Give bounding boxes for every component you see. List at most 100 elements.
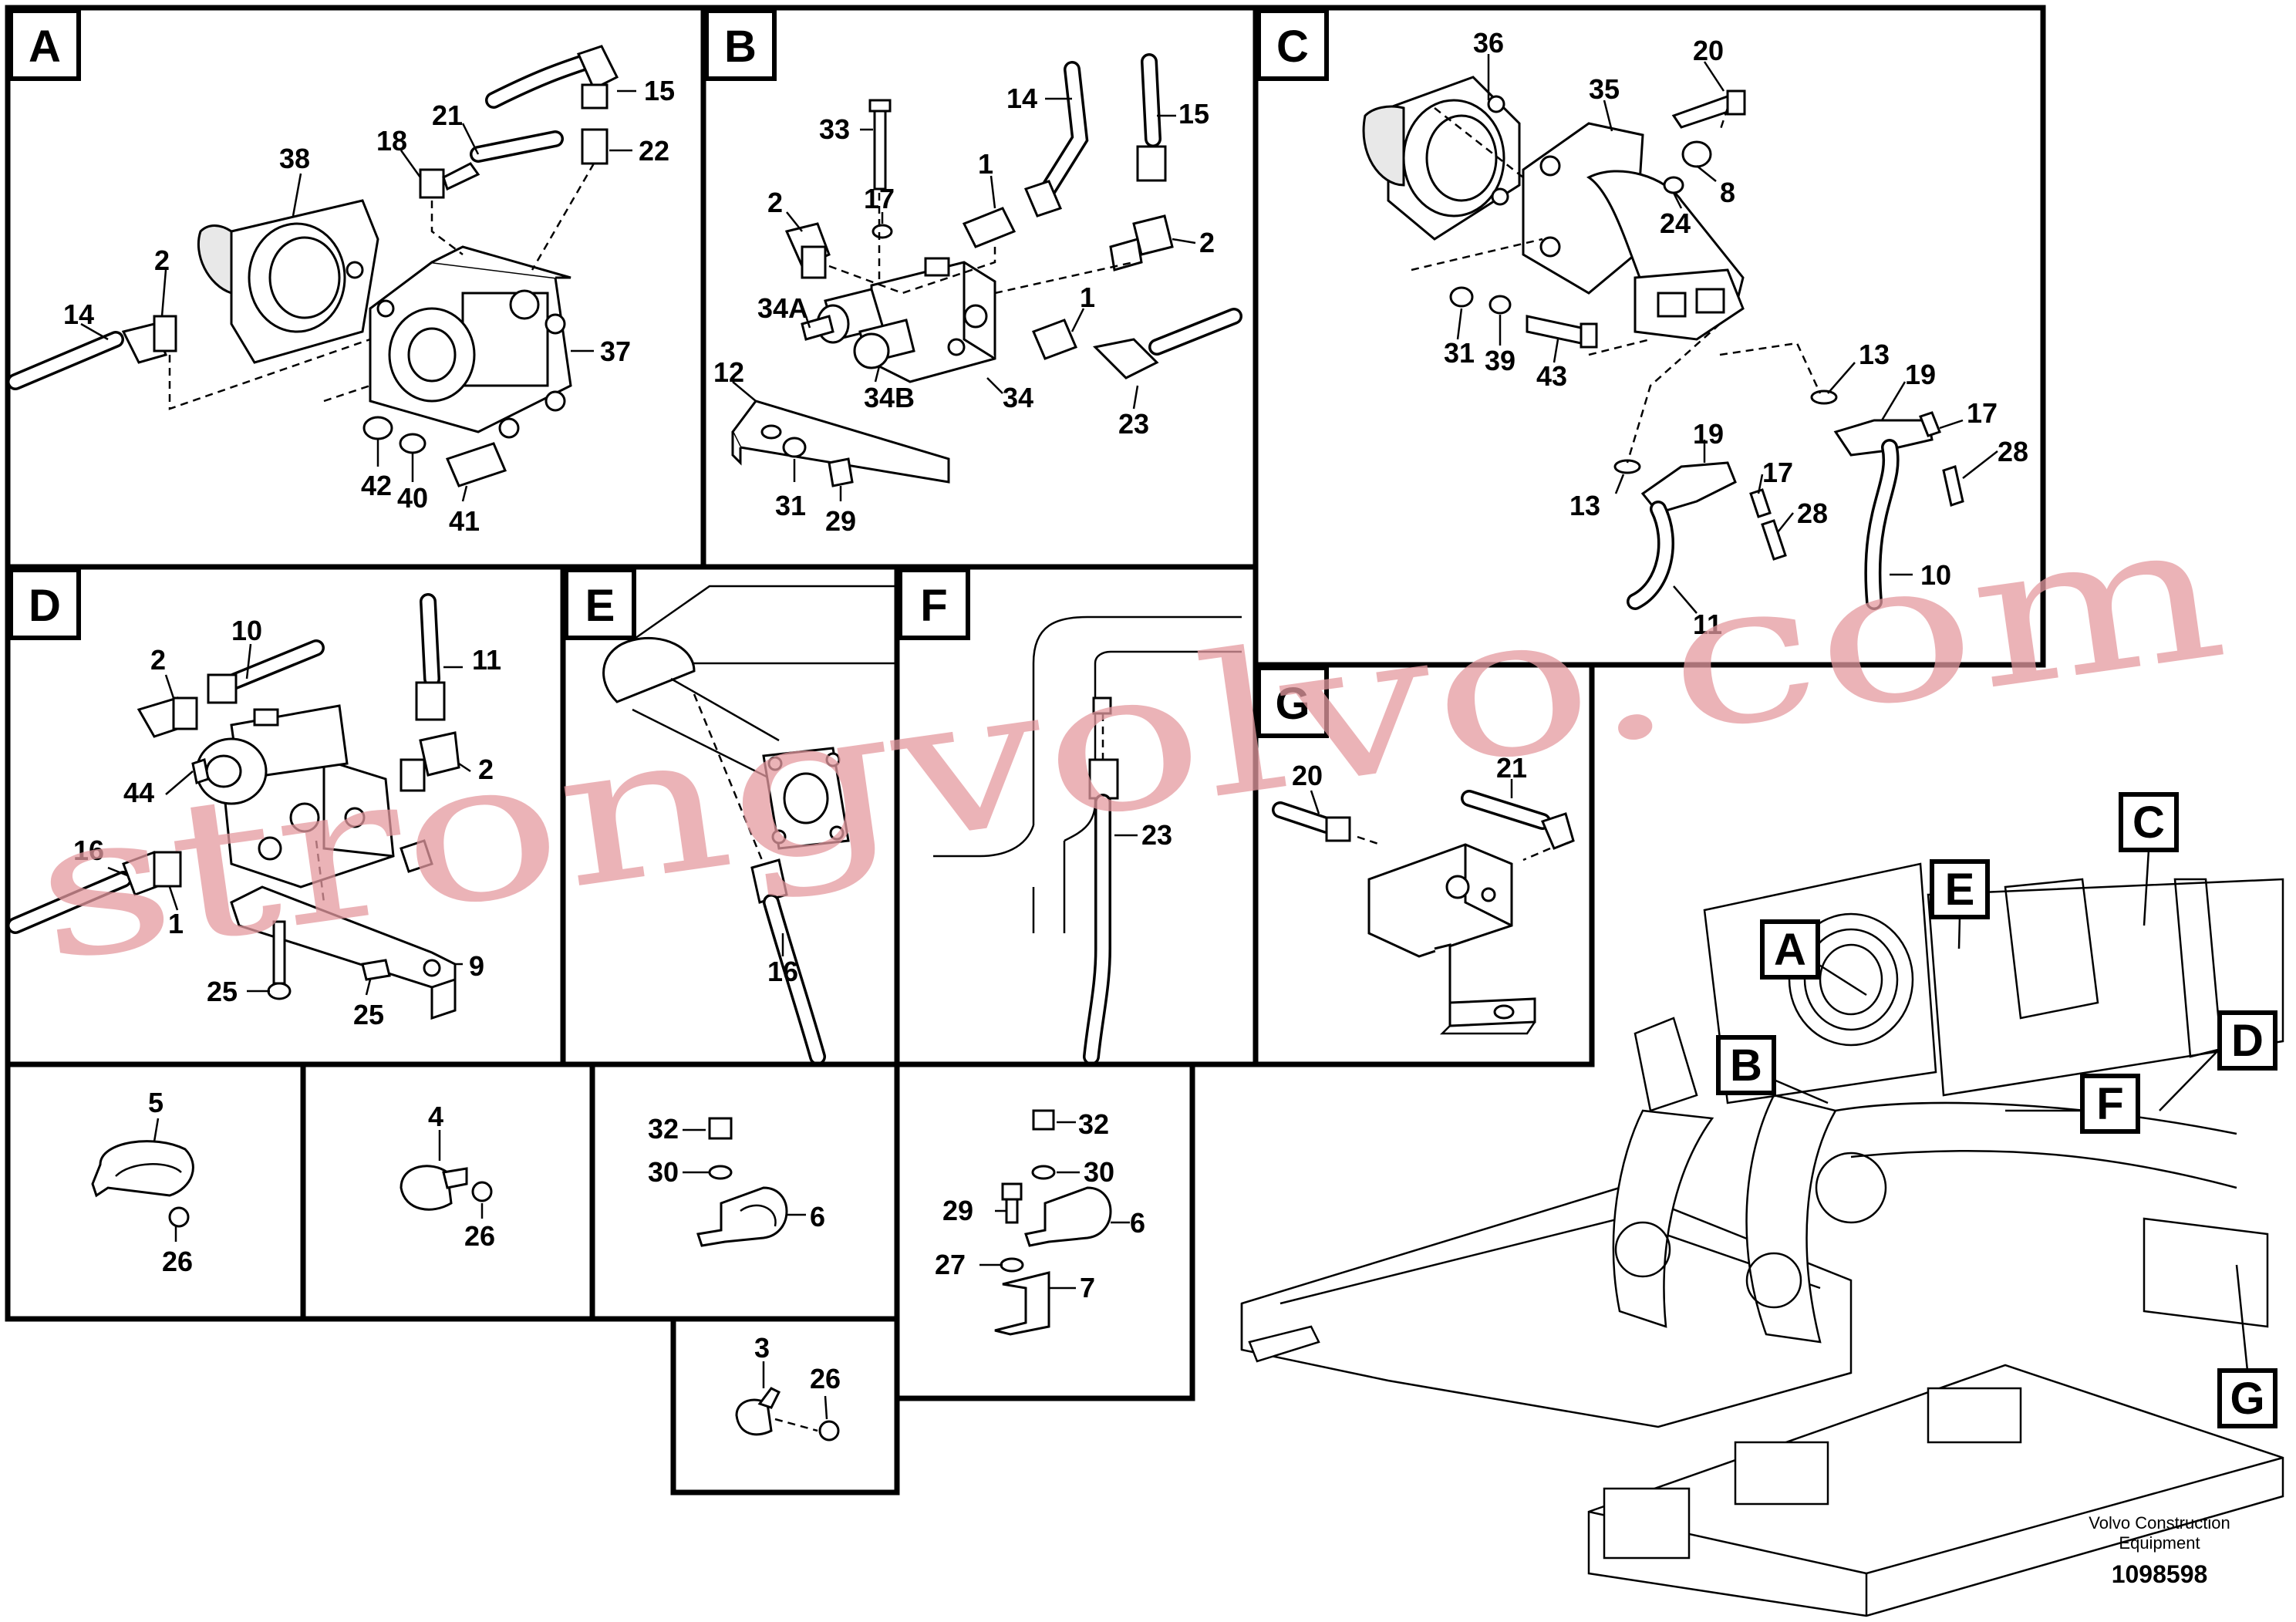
callout: 28: [1797, 497, 1828, 529]
machine-overview: A B C D E F G: [1240, 792, 2284, 1617]
callout: 33: [819, 113, 850, 145]
bracket-9: [230, 885, 457, 1020]
overview-label-d: D: [2231, 1016, 2264, 1066]
callout: 25: [353, 999, 384, 1030]
callout: 4: [428, 1101, 443, 1132]
callout: 36: [1473, 27, 1504, 59]
panel-d-letter: D: [29, 581, 61, 631]
callout: 2: [1199, 227, 1215, 258]
callout: 19: [1905, 359, 1936, 390]
callout: 31: [775, 490, 806, 521]
callout: 1: [168, 908, 184, 939]
callout: 9: [469, 950, 484, 982]
callout: 44: [123, 777, 154, 808]
callout: 2: [154, 244, 170, 276]
callout: 2: [150, 644, 166, 676]
callout: 6: [810, 1201, 825, 1233]
callout: 34: [1003, 382, 1033, 413]
callout: 34B: [864, 382, 915, 413]
callout: 39: [1485, 345, 1515, 376]
callout: 17: [1762, 457, 1793, 488]
callout: 10: [231, 615, 262, 646]
callout: 6: [1130, 1207, 1145, 1239]
callout: 22: [639, 135, 669, 167]
callout: 19: [1693, 418, 1724, 450]
callout: 35: [1589, 73, 1620, 105]
callout: 11: [1693, 609, 1722, 640]
bracket-12: [731, 400, 950, 484]
overview-label-f: F: [2096, 1079, 2123, 1129]
callout: 17: [864, 183, 895, 214]
flange-38: [197, 199, 379, 364]
callout: 2: [767, 187, 783, 218]
callout: 26: [162, 1246, 193, 1277]
callout: 26: [464, 1220, 495, 1252]
callout: 25: [207, 976, 238, 1007]
panel-f: F 23: [894, 564, 1259, 1067]
pump-37: [369, 245, 572, 439]
valve-block: [191, 704, 395, 889]
callout: 34A: [757, 292, 808, 324]
footer-line-1: Volvo Construction: [2089, 1513, 2230, 1533]
panel-clamp-4: 4 26: [300, 1061, 595, 1322]
panel-e-letter: E: [585, 581, 615, 631]
callout: 14: [1006, 83, 1037, 114]
callout: 32: [648, 1113, 679, 1145]
callout: 15: [644, 75, 675, 106]
callout: 26: [810, 1363, 841, 1394]
callout: 28: [1998, 436, 2028, 467]
callout: 31: [1444, 337, 1475, 369]
panel-d: D: [5, 564, 566, 1067]
panel-b: B: [700, 5, 1259, 570]
overview-label-e: E: [1945, 865, 1975, 915]
callout: 23: [1141, 819, 1172, 851]
overview-label-c: C: [2132, 798, 2165, 848]
callout: 27: [935, 1249, 966, 1280]
callout: 1: [1080, 282, 1095, 313]
callout: 29: [825, 505, 856, 537]
callout: 37: [600, 336, 631, 367]
callout: 2: [478, 754, 494, 785]
callout: 38: [279, 143, 310, 174]
callout: 17: [1967, 397, 1998, 429]
callout: 41: [449, 505, 480, 537]
overview-label-g: G: [2230, 1374, 2264, 1424]
panel-clamp-6-bracket-7: 32 30 29 6 27 7: [894, 1061, 1195, 1401]
callout: 3: [754, 1332, 770, 1364]
drawing-footer: Volvo Construction Equipment 1098598: [2089, 1513, 2230, 1588]
callout: 14: [63, 298, 94, 330]
callout: 43: [1536, 360, 1567, 392]
callout: 13: [1859, 339, 1890, 370]
block-bracket: [1367, 843, 1536, 1035]
callout: 20: [1292, 760, 1323, 791]
panel-c: C: [1253, 5, 2046, 668]
callout: 15: [1178, 98, 1209, 130]
flange-36: [1362, 76, 1521, 241]
panel-clamp-3: 3 26: [670, 1316, 900, 1496]
callout: 42: [361, 470, 392, 501]
callout: 23: [1118, 408, 1149, 440]
callout: 21: [432, 99, 463, 131]
callout: 29: [942, 1195, 973, 1226]
panel-g: G 20 21: [1253, 662, 1595, 1067]
callout: 16: [73, 835, 104, 866]
panel-a: A: [5, 5, 706, 570]
callout: 21: [1496, 752, 1527, 784]
callout: 16: [767, 956, 798, 987]
callout: 1: [978, 148, 993, 180]
drawing-id: 1098598: [2112, 1560, 2208, 1588]
callout: 13: [1569, 490, 1600, 521]
panel-clamp-5: 5 26: [5, 1061, 306, 1322]
panel-c-letter: C: [1276, 22, 1309, 72]
overview-label-a: A: [1774, 925, 1806, 975]
panel-b-letter: B: [724, 22, 757, 72]
callout: 24: [1660, 207, 1691, 239]
callout: 12: [713, 356, 744, 388]
panel-clamp-6: 32 30 6: [589, 1061, 900, 1322]
panel-a-letter: A: [29, 22, 61, 72]
callout: 30: [1084, 1156, 1114, 1188]
panel-f-letter: F: [920, 581, 947, 631]
callout: 32: [1078, 1108, 1109, 1140]
callout: 18: [376, 125, 407, 157]
